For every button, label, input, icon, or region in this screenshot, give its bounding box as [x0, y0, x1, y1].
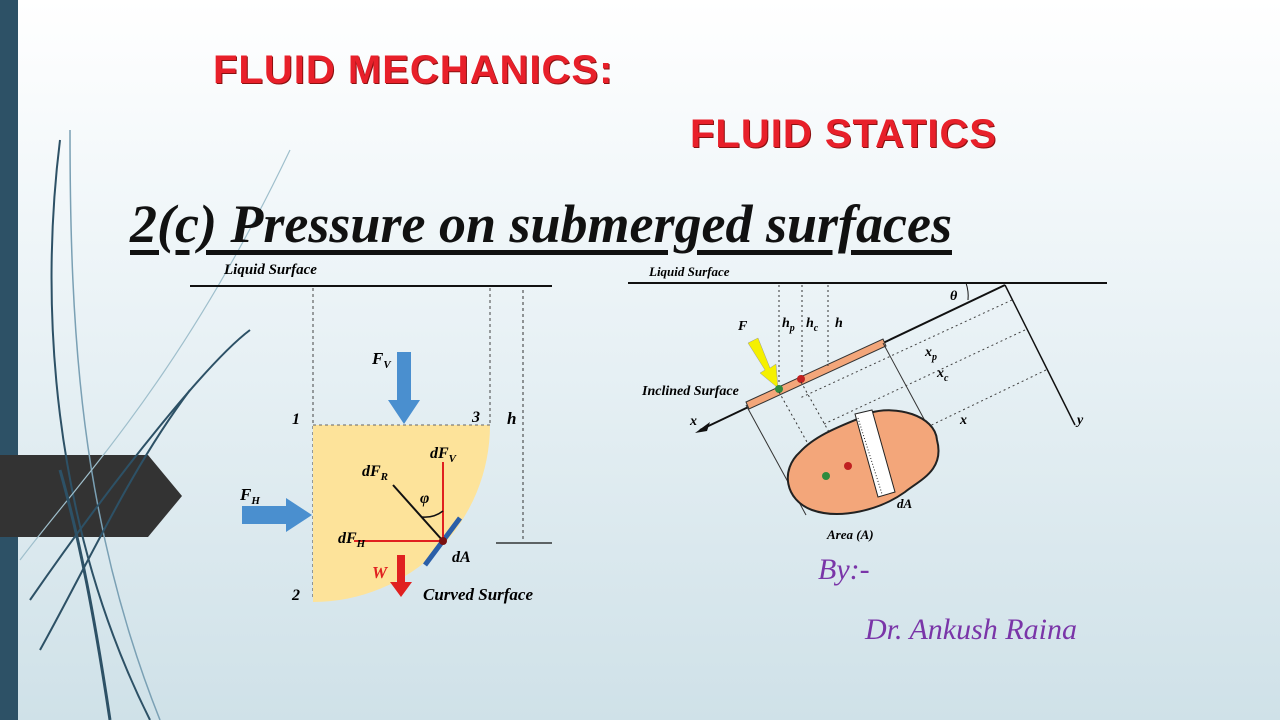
curved-surface-label: Curved Surface	[423, 585, 533, 604]
fv-arrow	[388, 352, 420, 424]
xc-label: xc	[936, 366, 949, 384]
subtitle-pressure: 2(c) Pressure on submerged surfaces	[130, 194, 952, 254]
point-2-label: 2	[291, 587, 300, 604]
f-label: F	[737, 319, 748, 334]
author-name: Dr. Ankush Raina	[865, 613, 1077, 646]
hp-label: hp	[782, 316, 795, 334]
right-liquid-surface-label: Liquid Surface	[648, 264, 730, 279]
left-h-label: h	[507, 409, 516, 428]
author-by: By:-	[818, 553, 870, 586]
dfh-label: dFH	[338, 530, 366, 550]
fh-arrow	[242, 498, 312, 532]
x-right-label: x	[959, 413, 967, 428]
da-strip	[854, 409, 896, 498]
area-label: Area (A)	[826, 527, 874, 542]
right-da-label: dA	[897, 496, 913, 511]
left-da-label: dA	[452, 549, 471, 566]
fv-label: FV	[371, 349, 392, 371]
y-axis-line	[1004, 284, 1076, 426]
xp-label: xp	[924, 345, 937, 363]
y-axis-label: y	[1075, 413, 1084, 428]
x-axis-label: x	[689, 414, 697, 429]
h-label: h	[835, 316, 843, 331]
dfr-label: dFR	[362, 463, 388, 483]
title-fluid-mechanics: FLUID MECHANICS:	[213, 48, 614, 92]
phi-label: φ	[420, 490, 429, 507]
f-arrow	[747, 337, 779, 389]
side-bar-decoration	[0, 0, 18, 720]
fh-label: FH	[239, 485, 260, 507]
point-1-label: 1	[292, 411, 300, 428]
left-liquid-surface-label: Liquid Surface	[223, 262, 317, 278]
theta-label: θ	[950, 289, 958, 304]
title-fluid-statics: FLUID STATICS	[690, 112, 998, 156]
fluid-region	[313, 425, 490, 602]
inclined-surface-label: Inclined Surface	[641, 384, 739, 399]
dfv-label: dFV	[430, 445, 458, 465]
hc-label: hc	[806, 316, 819, 334]
w-label: W	[372, 563, 389, 582]
point-3-label: 3	[471, 409, 480, 426]
dfr-line	[392, 484, 444, 542]
weight-arrow	[390, 555, 412, 597]
